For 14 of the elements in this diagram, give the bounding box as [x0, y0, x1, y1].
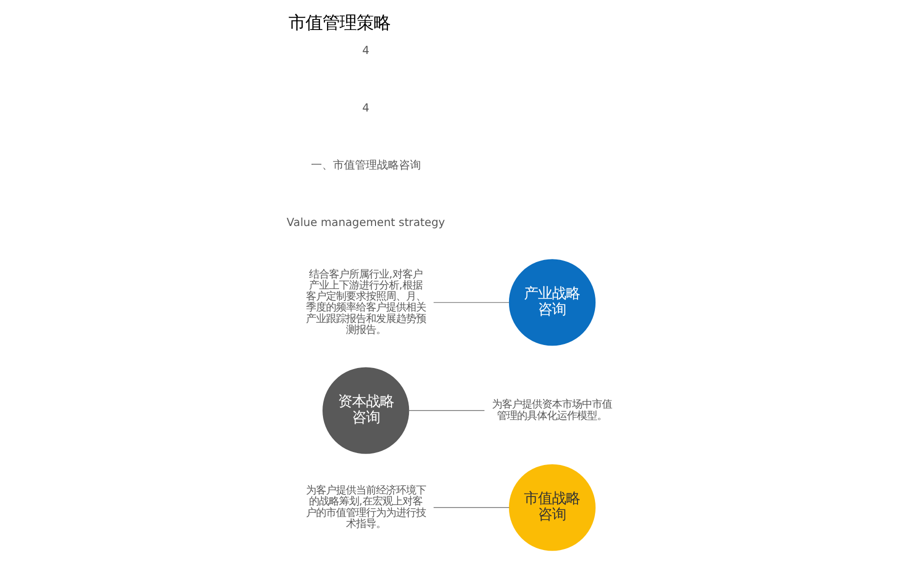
connector: [432, 507, 510, 508]
label: 4: [362, 101, 369, 114]
connector: [432, 302, 510, 303]
node-text: 为客户提供资本市场中市值管理的具体化运作模型。: [492, 398, 612, 422]
node-circle: 资本战略咨询: [322, 367, 409, 454]
connector: [408, 410, 484, 411]
node-circle: 市值战略咨询: [508, 464, 596, 551]
node-text: 为客户提供当前经济环境下的战略筹划,在宏观上对客户的市值管理行为为进行技术指导。: [305, 484, 426, 530]
label: Value management strategy: [286, 216, 445, 229]
node-circle: 产业战略咨询: [508, 259, 596, 346]
label: 一、市值管理战略咨询: [310, 158, 420, 172]
node-text: 结合客户所属行业,对客户产业上下游进行分析,根据客户定制要求按照周、月、季度的频率给客户提供相关产业跟踪报告和发展趋势预测报告。: [305, 268, 426, 336]
diagram-title: 市值管理策略: [288, 14, 390, 34]
label: 4: [362, 44, 369, 58]
